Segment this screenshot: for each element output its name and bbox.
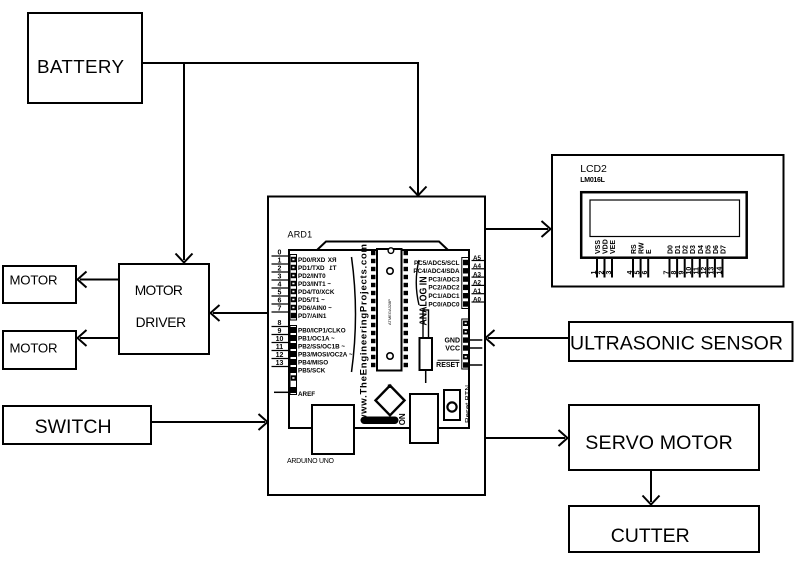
svg-text:PB5/SCK: PB5/SCK <box>298 367 326 374</box>
svg-text:ULTRASONIC SENSOR: ULTRASONIC SENSOR <box>570 333 783 355</box>
svg-text:D2: D2 <box>683 245 690 254</box>
svg-text:SWITCH: SWITCH <box>35 416 112 438</box>
svg-text:PC2/ADC2: PC2/ADC2 <box>428 285 460 292</box>
svg-text:PD0/RXD: PD0/RXD <box>298 257 326 264</box>
svg-text:GND: GND <box>444 338 460 345</box>
svg-text:3: 3 <box>606 271 613 275</box>
svg-text:7: 7 <box>278 306 282 313</box>
svg-text:ATMEGA328P: ATMEGA328P <box>387 299 392 325</box>
svg-text:LCD2: LCD2 <box>580 163 607 175</box>
svg-text:A2: A2 <box>473 280 482 287</box>
svg-text:PC1/ADC1: PC1/ADC1 <box>428 293 460 300</box>
svg-text:ANALOG IN: ANALOG IN <box>419 277 430 326</box>
svg-text:7: 7 <box>663 271 670 275</box>
svg-text:VSS: VSS <box>595 240 602 254</box>
svg-text:www.TheEngineeringProjects.com: www.TheEngineeringProjects.com <box>359 244 370 423</box>
svg-text:12: 12 <box>701 267 708 275</box>
svg-text:PD5/T1 ~: PD5/T1 ~ <box>298 297 325 304</box>
svg-text:D3: D3 <box>690 245 697 254</box>
svg-text:A4: A4 <box>473 263 482 270</box>
svg-text:VDD: VDD <box>603 239 610 254</box>
svg-text:ARDUINO UNO: ARDUINO UNO <box>287 458 335 465</box>
svg-text:RS: RS <box>631 244 638 254</box>
svg-text:D0: D0 <box>668 245 675 254</box>
svg-text:BATTERY: BATTERY <box>37 56 124 77</box>
svg-text:D1: D1 <box>675 245 682 254</box>
svg-text:MOTOR: MOTOR <box>10 273 58 288</box>
svg-text:14: 14 <box>716 267 723 275</box>
svg-text:5: 5 <box>634 271 641 275</box>
svg-text:PB3/MOSI/OC2A ~: PB3/MOSI/OC2A ~ <box>298 351 353 358</box>
svg-text:PD7/AIN1: PD7/AIN1 <box>298 313 327 320</box>
svg-text:5: 5 <box>278 290 282 297</box>
svg-text:9: 9 <box>278 328 282 335</box>
svg-text:PD3/INT1 ~: PD3/INT1 ~ <box>298 281 331 288</box>
svg-text:PB1/OC1A ~: PB1/OC1A ~ <box>298 335 335 342</box>
svg-text:8: 8 <box>278 320 282 327</box>
svg-text:PB0/ICP1/CLKO: PB0/ICP1/CLKO <box>298 327 346 334</box>
svg-text:A1: A1 <box>473 288 482 295</box>
svg-text:0: 0 <box>278 250 282 257</box>
svg-text:4: 4 <box>627 271 634 275</box>
svg-text:12: 12 <box>276 352 284 359</box>
svg-text:CUTTER: CUTTER <box>611 525 690 547</box>
svg-text:LM016L: LM016L <box>580 177 605 184</box>
svg-text:13: 13 <box>709 267 716 275</box>
svg-text:PB4/MISO: PB4/MISO <box>298 359 328 366</box>
svg-text:RW: RW <box>639 242 646 254</box>
svg-text:Reset BTN: Reset BTN <box>463 385 472 423</box>
svg-text:1: 1 <box>278 258 282 265</box>
svg-text:PD6/AIN0 ~: PD6/AIN0 ~ <box>298 305 332 312</box>
svg-text:2: 2 <box>598 271 605 275</box>
svg-text:1: 1 <box>591 271 598 275</box>
svg-text:MOTOR: MOTOR <box>10 340 58 355</box>
svg-text:A0: A0 <box>473 296 482 303</box>
svg-text:DRIVER: DRIVER <box>136 315 187 330</box>
svg-text:PC5/ADC5/SCL: PC5/ADC5/SCL <box>414 260 460 267</box>
svg-text:D5: D5 <box>705 245 712 254</box>
svg-text:PC0/ADC0: PC0/ADC0 <box>428 301 460 308</box>
svg-text:PB2/SS/OC1B ~: PB2/SS/OC1B ~ <box>298 343 345 350</box>
svg-text:T1: T1 <box>329 265 337 272</box>
svg-text:VCC: VCC <box>445 346 460 353</box>
svg-text:11: 11 <box>276 344 284 351</box>
svg-text:RX: RX <box>327 257 337 264</box>
svg-text:10: 10 <box>276 336 284 343</box>
svg-text:PD4/T0/XCK: PD4/T0/XCK <box>298 289 335 296</box>
svg-text:A3: A3 <box>473 271 482 278</box>
svg-text:RESET: RESET <box>436 362 460 369</box>
svg-text:9: 9 <box>679 271 686 275</box>
svg-text:11: 11 <box>694 267 701 275</box>
svg-text:PD1/TXD: PD1/TXD <box>298 265 325 272</box>
svg-text:ARD1: ARD1 <box>288 230 313 240</box>
svg-text:PC4/ADC4/SDA: PC4/ADC4/SDA <box>413 268 460 275</box>
svg-text:8: 8 <box>671 271 678 275</box>
svg-text:E: E <box>646 249 653 254</box>
svg-text:D6: D6 <box>713 245 720 254</box>
svg-text:13: 13 <box>276 360 284 367</box>
svg-text:3: 3 <box>278 274 282 281</box>
svg-text:MOTOR: MOTOR <box>135 283 183 298</box>
svg-text:AREF: AREF <box>298 391 315 398</box>
svg-text:PC3/ADC3: PC3/ADC3 <box>428 276 460 283</box>
svg-text:D7: D7 <box>721 245 728 254</box>
svg-text:2: 2 <box>278 266 282 273</box>
svg-text:6: 6 <box>278 298 282 305</box>
svg-text:A5: A5 <box>473 255 482 262</box>
svg-text:D4: D4 <box>698 245 705 254</box>
svg-text:10: 10 <box>686 267 693 275</box>
svg-text:VEE: VEE <box>610 240 617 254</box>
svg-text:4: 4 <box>278 282 282 289</box>
svg-text:PD2/INT0: PD2/INT0 <box>298 273 326 280</box>
svg-text:ON: ON <box>398 413 407 425</box>
svg-text:SERVO MOTOR: SERVO MOTOR <box>585 432 733 454</box>
svg-text:6: 6 <box>642 271 649 275</box>
